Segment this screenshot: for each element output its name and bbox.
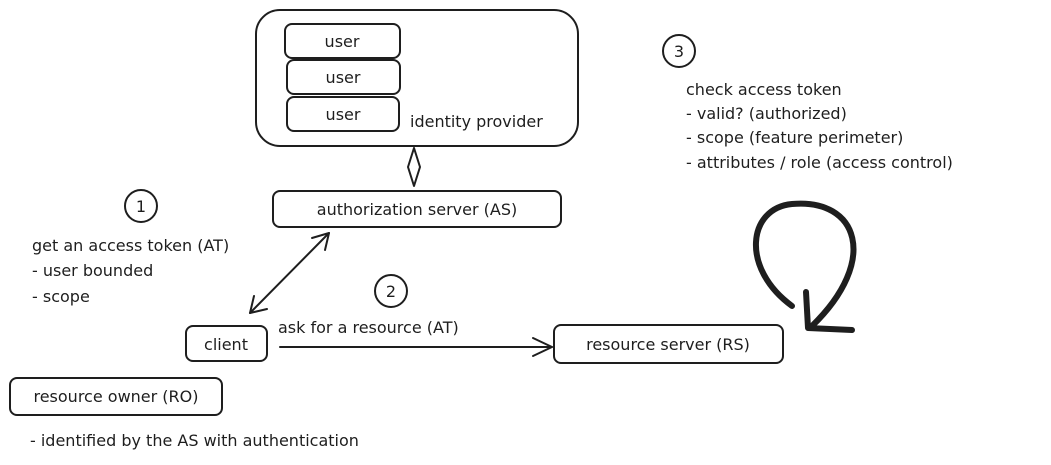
resource-owner-label: resource owner (RO): [33, 387, 198, 406]
step3-circle: [662, 34, 696, 68]
step1-line-1: get an access token (AT): [32, 236, 229, 255]
client-label: client: [204, 335, 248, 354]
step2-circle: [374, 274, 408, 308]
user-label-1: user: [325, 32, 360, 51]
resource-server-label: resource server (RS): [586, 335, 750, 354]
authorization-server-label: authorization server (AS): [317, 200, 517, 219]
step3-line-4: - attributes / role (access control): [686, 153, 953, 172]
step2-number: 2: [386, 282, 396, 301]
step3-line-2: - valid? (authorized): [686, 104, 847, 123]
idp-as-connector: [407, 147, 421, 187]
step1-circle: [124, 189, 158, 223]
step1-number: 1: [136, 197, 146, 216]
step1-line-2: - user bounded: [32, 261, 153, 280]
client-as-arrow: [249, 232, 330, 314]
user-box-2: [286, 59, 401, 95]
authorization-server-box: [272, 190, 562, 228]
step3-line-3: - scope (feature perimeter): [686, 128, 903, 147]
resource-owner-note: - identified by the AS with authenticati…: [30, 431, 359, 450]
client-as-arrowhead-bottom: [249, 295, 268, 314]
resource-server-box: [553, 324, 784, 364]
user-box-3: [286, 96, 400, 132]
client-box: [185, 325, 268, 362]
user-box-1: [284, 23, 401, 59]
rs-self-loop: [753, 200, 857, 329]
client-as-arrowhead-top: [311, 232, 330, 251]
client-rs-arrowhead: [532, 337, 553, 357]
step1-line-3: - scope: [32, 287, 90, 306]
user-label-2: user: [326, 68, 361, 87]
resource-owner-box: [9, 377, 223, 416]
step3-line-1: check access token: [686, 80, 842, 99]
step3-number: 3: [674, 42, 684, 61]
identity-provider-label: identity provider: [410, 112, 543, 131]
rs-self-loop-arrowhead: [803, 289, 855, 333]
step2-label: ask for a resource (AT): [278, 318, 459, 337]
user-label-3: user: [326, 105, 361, 124]
